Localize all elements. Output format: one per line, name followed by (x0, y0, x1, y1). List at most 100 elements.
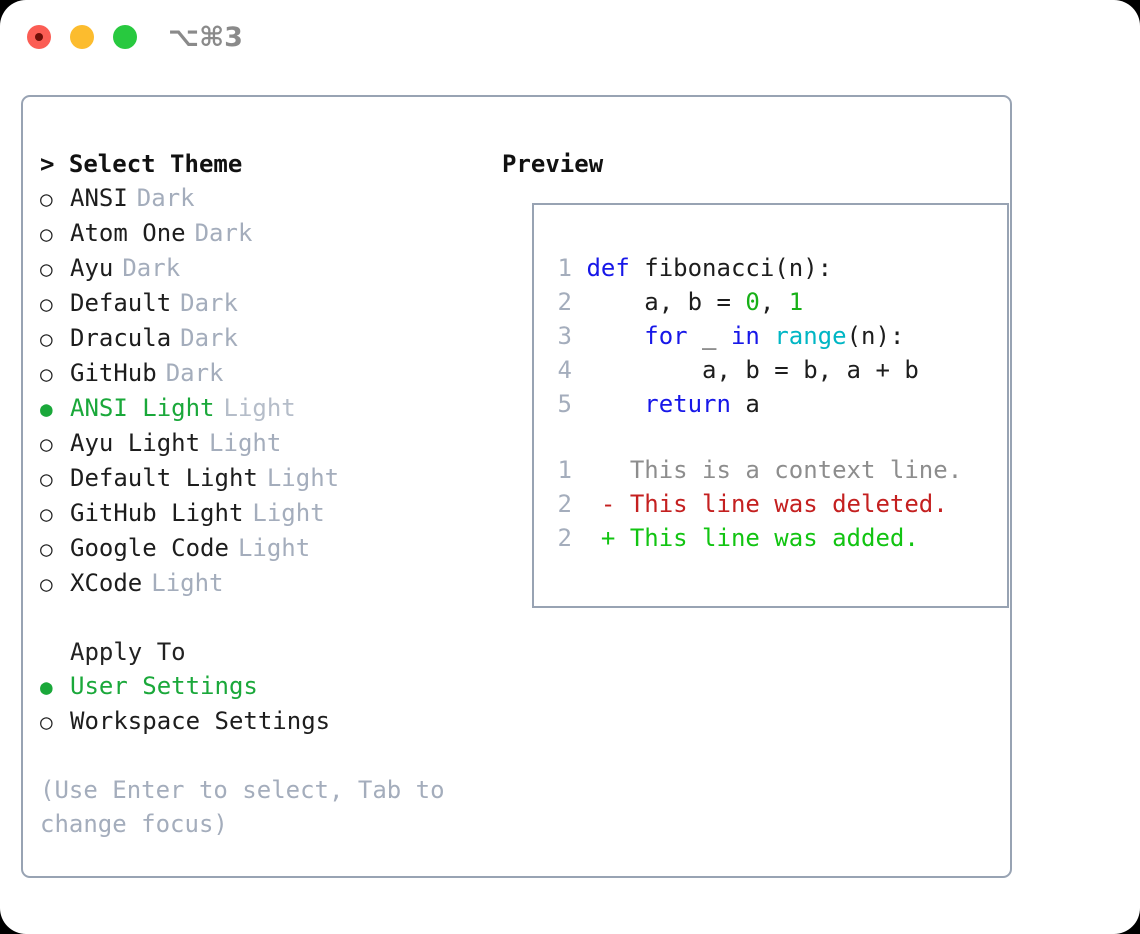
radio-unselected-icon: ○ (40, 432, 53, 456)
apply-to-option-label: Workspace Settings (70, 707, 331, 735)
theme-option-label: ANSI Light (70, 394, 215, 422)
diff-line: 1 This is a context line. (548, 453, 963, 487)
code-token-num: 1 (788, 288, 804, 316)
diff-line-number: 2 (557, 524, 572, 552)
minimize-button[interactable] (70, 25, 94, 49)
code-line-number: 1 (557, 254, 572, 282)
code-token-txt: fibonacci(n): (629, 254, 833, 282)
theme-option-tag: Dark (194, 219, 253, 247)
keyboard-shortcut-label: ⌥⌘3 (168, 22, 243, 53)
theme-option-tag: Light (209, 429, 282, 457)
code-token-kw: in (730, 322, 760, 350)
code-line: 5 return a (548, 387, 919, 421)
code-token-txt (760, 322, 774, 350)
apply-to-list[interactable]: ● User Settings ○ Workspace Settings (40, 669, 490, 739)
code-token-num: 0 (745, 288, 760, 316)
theme-option-label: Ayu (70, 254, 114, 282)
theme-option-label: XCode (70, 569, 143, 597)
title-bar: ⌥⌘3 (0, 0, 1140, 78)
diff-line-del: - This line was deleted. (572, 490, 948, 518)
theme-option-label: Default Light (70, 464, 258, 492)
diff-text: This line was deleted. (629, 490, 948, 518)
code-token-txt: a, b = (586, 288, 746, 316)
theme-option-tag: Dark (122, 254, 181, 282)
code-line-number: 4 (557, 356, 572, 384)
code-line: 4 a, b = b, a + b (548, 353, 919, 387)
apply-to-option-label: User Settings (70, 672, 258, 700)
diff-line-number: 1 (557, 456, 572, 484)
diff-text: This line was added. (629, 524, 919, 552)
theme-option-tag: Dark (180, 324, 238, 352)
radio-unselected-icon: ○ (40, 710, 53, 734)
preview-heading: Preview (502, 150, 604, 178)
apply-to-option-workspace-settings[interactable]: ○ Workspace Settings (40, 704, 490, 739)
radio-unselected-icon: ○ (40, 257, 53, 281)
theme-option-ayu-light[interactable]: ○ Ayu Light Light (40, 426, 490, 461)
diff-line: 2 - This line was deleted. (548, 487, 962, 521)
radio-selected-icon: ● (40, 675, 53, 699)
radio-selected-icon: ● (40, 397, 53, 421)
diff-line-number: 2 (557, 490, 572, 518)
theme-option-xcode[interactable]: ○ XCode Light (40, 566, 490, 601)
theme-option-label: GitHub (70, 359, 157, 387)
preview-column: Preview 1 def fibonacci(n):2 a, b = 0, 1… (502, 147, 1009, 608)
code-line-number: 2 (557, 288, 572, 316)
theme-option-github[interactable]: ○ GitHub Dark (40, 356, 490, 391)
code-token-txt: a, b = b, a + b (586, 356, 919, 384)
code-token-kw: return (644, 390, 731, 418)
theme-option-label: Default (70, 289, 172, 317)
theme-option-github-light[interactable]: ○ GitHub Light Light (40, 496, 490, 531)
radio-unselected-icon: ○ (40, 187, 53, 211)
keyboard-hint-text: (Use Enter to select, Tab to change focu… (40, 776, 460, 838)
theme-option-tag: Light (266, 464, 340, 492)
diff-sign: - (600, 490, 616, 518)
theme-option-tag: Dark (136, 184, 195, 212)
code-line: 2 a, b = 0, 1 (548, 285, 919, 319)
code-token-txt (586, 390, 644, 418)
theme-option-label: Dracula (70, 324, 172, 352)
theme-option-label: GitHub Light (70, 499, 244, 527)
window-controls (27, 25, 137, 49)
theme-option-label: Atom One (70, 219, 186, 247)
diff-text: This is a context line. (629, 456, 963, 484)
radio-unselected-icon: ○ (40, 537, 53, 561)
code-token-txt: (n): (846, 322, 905, 350)
apply-to-option-user-settings[interactable]: ● User Settings (40, 669, 490, 704)
theme-option-tag: Light (223, 394, 296, 422)
radio-unselected-icon: ○ (40, 362, 53, 386)
theme-option-tag: Light (151, 569, 224, 597)
close-button[interactable] (27, 25, 51, 49)
radio-unselected-icon: ○ (40, 292, 53, 316)
diff-line: 2 + This line was added. (548, 521, 962, 555)
select-theme-heading: > Select Theme (40, 150, 243, 178)
diff-line-ctx: This is a context line. (572, 456, 962, 484)
radio-unselected-icon: ○ (40, 502, 53, 526)
diff-line-add: + This line was added. (572, 524, 919, 552)
theme-option-label: Ayu Light (70, 429, 201, 457)
code-token-txt: a (730, 390, 760, 418)
theme-option-tag: Dark (165, 359, 224, 387)
code-token-kw: for (644, 322, 688, 350)
theme-option-tag: Light (252, 499, 325, 527)
radio-unselected-icon: ○ (40, 572, 53, 596)
zoom-button[interactable] (113, 25, 137, 49)
apply-to-heading: Apply To (70, 638, 186, 666)
diff-sample: 1 This is a context line.2 - This line w… (548, 453, 963, 555)
code-token-txt (586, 322, 644, 350)
code-token-txt: , (759, 288, 789, 316)
code-token-fn: range (774, 322, 847, 350)
theme-option-ayu[interactable]: ○ Ayu Dark (40, 251, 490, 286)
theme-option-ansi-light[interactable]: ● ANSI Light Light (40, 391, 490, 426)
